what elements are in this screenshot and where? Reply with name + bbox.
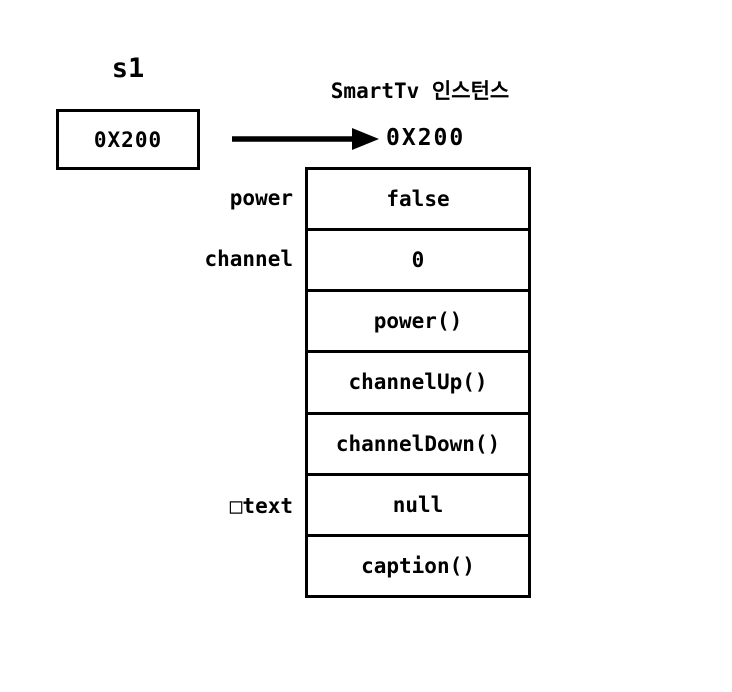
field-label — [140, 536, 293, 598]
field-label — [140, 413, 293, 475]
field-label-power: power — [229, 185, 293, 210]
table-row: channelUp() — [308, 353, 528, 415]
field-label-text: □text — [229, 493, 293, 518]
field-labels: power channel □text — [140, 167, 293, 598]
table-row: power() — [308, 292, 528, 354]
field-label-channel: channel — [204, 247, 293, 272]
table-row: 0 — [308, 231, 528, 293]
table-row: caption() — [361, 553, 475, 578]
instance-address: 0X200 — [386, 125, 466, 151]
table-row: null — [308, 476, 528, 537]
variable-value: 0X200 — [93, 127, 163, 152]
instance-title: SmartTv 인스턴스 — [330, 79, 510, 103]
table-row: channelDown() — [308, 415, 528, 476]
field-label — [140, 290, 293, 352]
variable-box: 0X200 — [56, 109, 200, 170]
field-label — [140, 352, 293, 414]
instance-table: false 0 power() channelUp() channelDown(… — [305, 167, 531, 598]
variable-name-label: s1 — [111, 53, 145, 84]
table-row: false — [308, 170, 528, 232]
pointer-arrow-icon — [232, 128, 379, 150]
